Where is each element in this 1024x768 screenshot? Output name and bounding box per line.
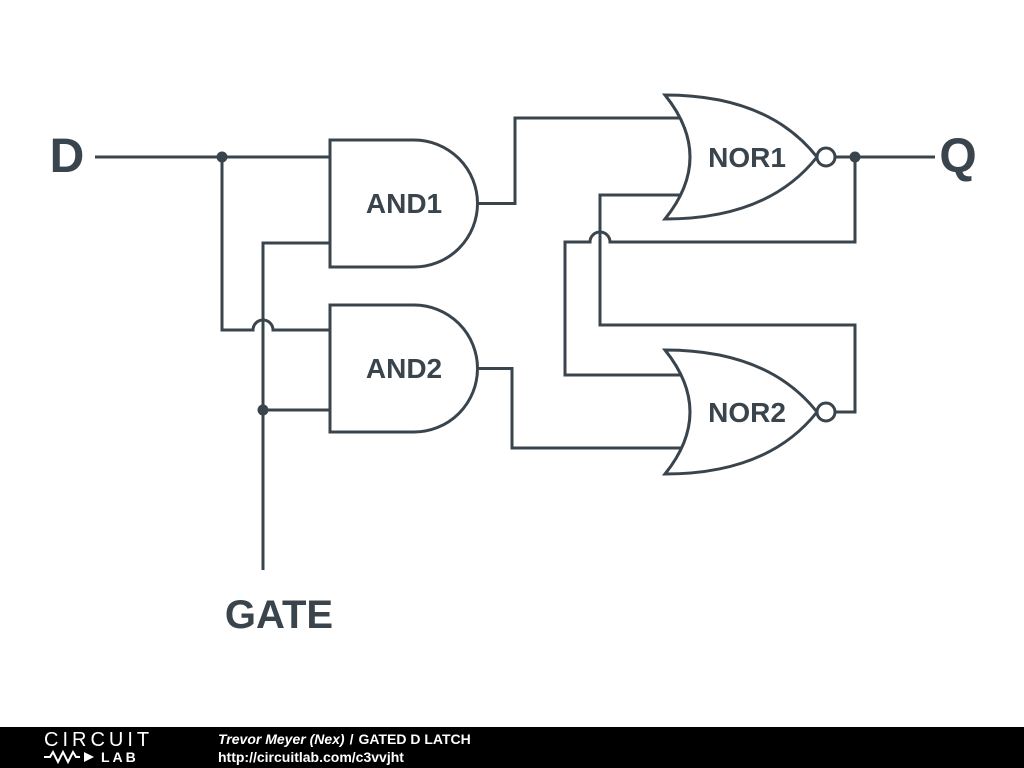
nor1-output-bubble [815,146,837,168]
junction-group [216,151,861,416]
footer-url[interactable]: http://circuitlab.com/c3vvjht [218,748,404,765]
label-and2-gate: AND2 [366,353,442,384]
wire-group [95,116,935,570]
nor2-output-bubble [815,401,837,423]
circuitlab-logo: CIRCUIT LAB [0,728,190,765]
nor1-gate-body [661,93,819,221]
label-group: D Q GATE AND1 AND2 NOR1 NOR2 [50,130,977,637]
logo-lab-row: LAB [44,749,190,765]
junction-dot-q-feedback [849,151,861,163]
footer-attribution-line: Trevor Meyer (Nex)/GATED D LATCH [218,730,471,748]
footer-separator: / [349,730,354,747]
resistor-zigzag-icon [44,749,94,764]
label-nor1-gate: NOR1 [708,142,786,173]
wire-and1-to-nor1 [477,116,690,205]
label-d-input: D [50,130,85,183]
label-q-output: Q [939,130,976,183]
gate-group [328,93,837,476]
wire-and2-to-nor2 [477,367,690,450]
label-and1-gate: AND1 [366,188,442,219]
logo-lab-text: LAB [101,748,139,765]
and1-gate-body [328,138,479,269]
footer-text-block: Trevor Meyer (Nex)/GATED D LATCH http://… [218,730,471,766]
label-gate-input: GATE [225,593,333,637]
logo-circuit-text: CIRCUIT [44,728,154,751]
wire-nor2-to-nor1-feedback [598,193,857,414]
circuit-diagram: D Q GATE AND1 AND2 NOR1 NOR2 [50,93,977,637]
label-nor2-gate: NOR2 [708,397,786,428]
nor2-gate-body [661,348,819,476]
junction-dot-gate-branch [257,404,269,416]
footer-bar: CIRCUIT LAB Trevor Meyer (Nex)/GATED D L… [0,727,1024,768]
footer-schematic-title: GATED D LATCH [358,730,471,747]
and2-gate-body [328,303,479,434]
footer-author: Trevor Meyer (Nex) [218,730,345,747]
junction-dot-d-branch [216,151,228,163]
wire-gate-to-and1 [261,241,330,570]
